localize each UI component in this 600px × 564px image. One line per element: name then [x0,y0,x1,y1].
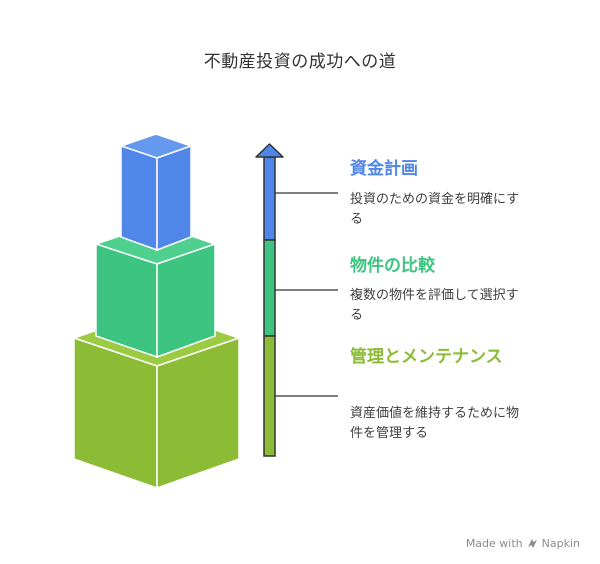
stage-heading: 管理とメンテナンス [350,347,503,367]
made-with-label: Made with [465,537,523,550]
arrow-segment-green [263,239,276,337]
napkin-brand-label: Napkin [541,537,580,550]
diagram-title: 不動産投資の成功への道 [203,52,397,72]
footer-attribution: Made with Napkin [466,537,580,550]
stage-funding: 資金計画 投資のための資金を明確にする [350,158,540,227]
stage-comparison: 物件の比較 複数の物件を評価して選択する [350,255,540,323]
progress-arrow [255,143,284,457]
stage-management: 管理とメンテナンス 資産価値を維持するために物件を管理する [350,346,540,441]
top-cube-left-face [120,144,158,252]
stage-heading: 資金計画 [350,159,418,179]
stage-description: 投資のための資金を明確にする [350,192,520,227]
middle-cube-right-face [156,242,216,359]
stage-description: 複数の物件を評価して選択する [350,288,519,323]
top-cube-right-face [156,144,192,252]
top-cube [118,133,194,252]
stage-description: 資産価値を維持するために物件を管理する [350,406,520,441]
stage-heading: 物件の比較 [350,256,435,276]
arrow-segment-blue [263,156,276,241]
bottom-cube-right-face [156,336,240,490]
arrow-head-icon [255,143,284,158]
arrow-segment-olive [263,335,276,457]
napkin-logo-icon [527,539,537,548]
middle-cube [93,223,218,359]
